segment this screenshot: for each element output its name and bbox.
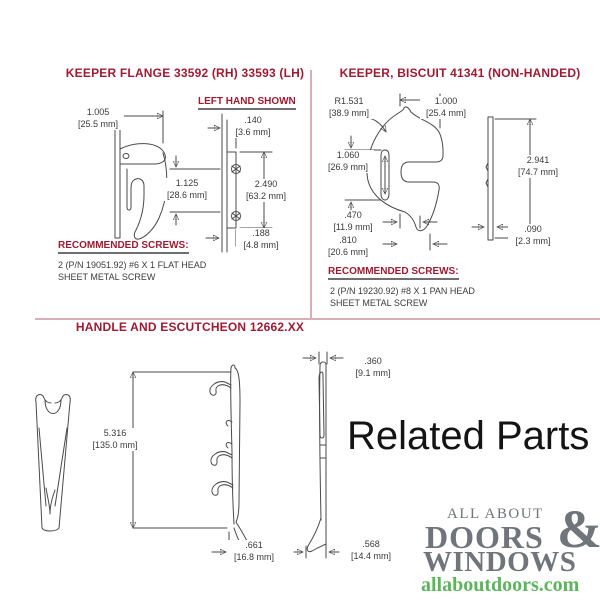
logo-ampersand: & [557, 499, 600, 559]
dim-biscuit-offset2: .810[20.6 mm] [322, 235, 374, 259]
escutcheon-side-drawing [105, 364, 274, 559]
escutcheon-profile-drawing [293, 351, 344, 559]
dim-biscuit-height: 2.941[74.7 mm] [512, 155, 564, 179]
dim-escutcheon-top-width: .360[9.1 mm] [349, 356, 397, 380]
dim-flange-thickness: .188[4.8 mm] [236, 228, 286, 252]
dim-biscuit-slot: 1.060[26.9 mm] [322, 150, 374, 174]
flange-screws-text: 2 (P/N 19051.92) #6 X 1 FLAT HEAD SHEET … [58, 260, 207, 282]
keeper-biscuit-title: KEEPER, BISCUIT 41341 (NON-HANDED) [339, 66, 581, 80]
flange-screws-heading: RECOMMENDED SCREWS: [58, 240, 189, 254]
dim-biscuit-radius: R1.531[38.9 mm] [321, 96, 377, 120]
dim-escutcheon-depth: .661[16.8 mm] [228, 540, 280, 564]
logo-website-link[interactable]: allaboutdoors.com [421, 574, 580, 596]
dim-escutcheon-base-width: .568[14.4 mm] [345, 539, 397, 563]
dim-flange-tab: .140[3.6 mm] [228, 115, 278, 139]
dim-biscuit-width: 1.000[25.4 mm] [420, 96, 472, 120]
handle-front-drawing [35, 394, 71, 532]
biscuit-screws-heading: RECOMMENDED SCREWS: [328, 266, 459, 280]
dim-biscuit-thickness: .090[2.3 mm] [508, 224, 558, 248]
all-about-doors-windows-logo: ALL ABOUT & DOORS WINDOWS allaboutdoors.… [415, 500, 600, 596]
dim-biscuit-offset1: .470[11.9 mm] [327, 210, 379, 234]
biscuit-screws-text: 2 (P/N 19230.92) #8 X 1 PAN HEAD SHEET M… [330, 286, 475, 308]
dim-flange-height: 2.490[63.2 mm] [240, 179, 292, 203]
dim-flange-spacing: 1.125[28.6 mm] [162, 178, 212, 202]
panel-divider-horizontal [35, 318, 600, 320]
logo-doors-text: DOORS [425, 519, 544, 555]
related-parts-watermark: Related Parts [347, 414, 590, 458]
left-hand-shown-label: LEFT HAND SHOWN [198, 96, 296, 110]
dim-escutcheon-height: 5.316[135.0 mm] [88, 428, 142, 452]
dim-flange-width: 1.005[25.5 mm] [72, 107, 124, 131]
logo-all-about-text: ALL ABOUT [447, 506, 544, 522]
keeper-flange-title: KEEPER FLANGE 33592 (RH) 33593 (LH) [65, 66, 305, 80]
logo-windows-text: WINDOWS [423, 546, 577, 578]
panel-divider-vertical [310, 70, 312, 320]
handle-escutcheon-title: HANDLE AND ESCUTCHEON 12662.XX [75, 320, 305, 334]
